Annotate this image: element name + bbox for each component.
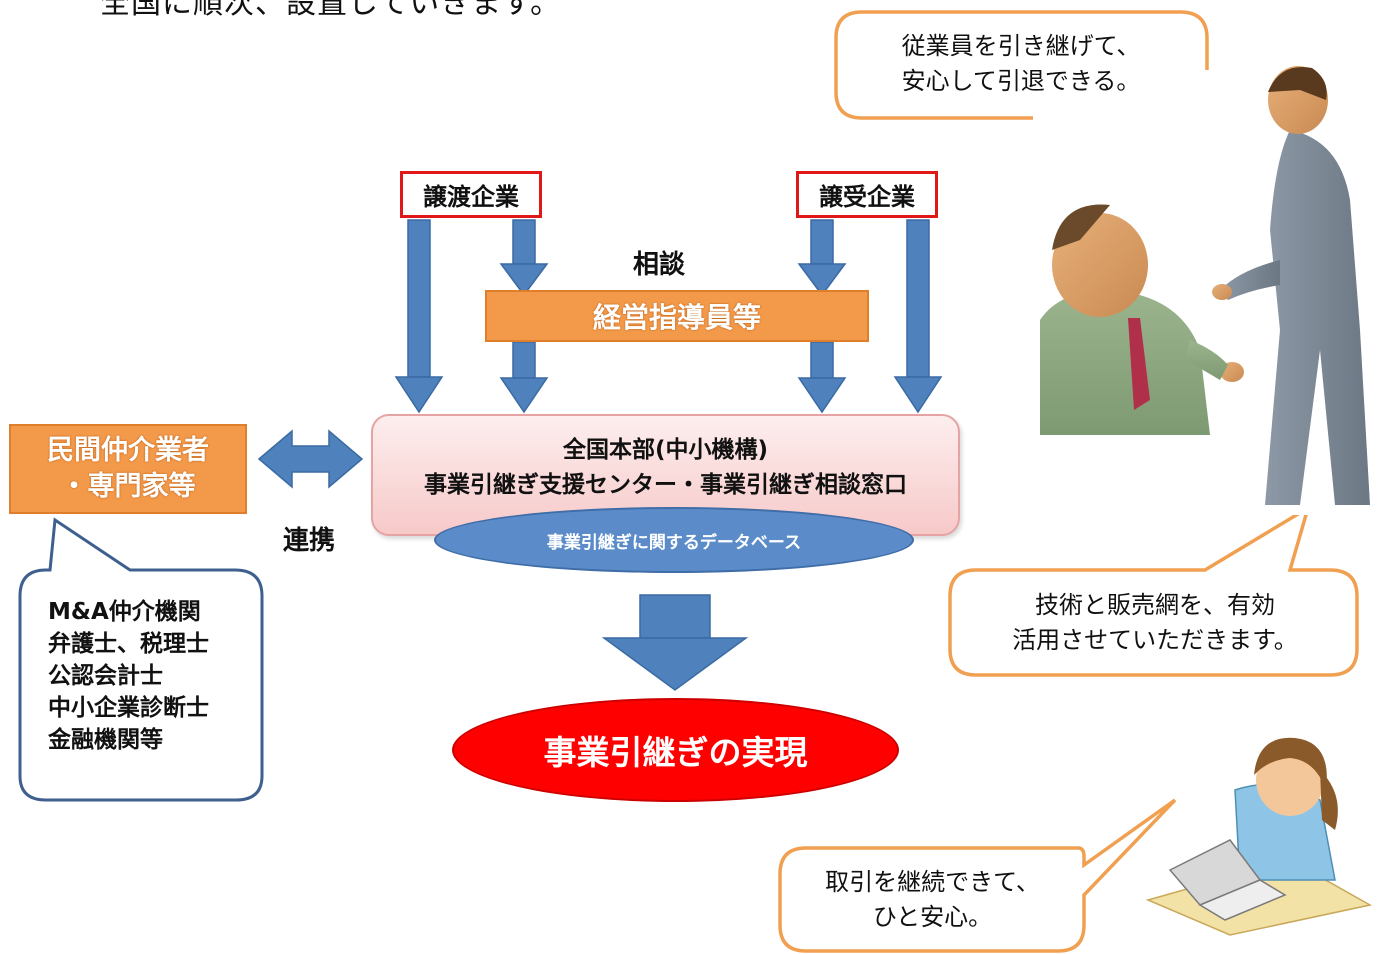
technology-bubble-line1: 技術と販売網を、有効 (1035, 591, 1275, 619)
transferee-company-box: 譲受企業 (796, 171, 938, 218)
experts-list-item: M&A仲介機関 (48, 599, 201, 625)
technology-bubble-shape (948, 504, 1359, 677)
down-arrow-advisor-right (797, 341, 847, 414)
advisor-bar: 経営指導員等 (485, 290, 869, 342)
technology-bubble-text: 技術と販売網を、有効 活用させていただきます。 (960, 588, 1350, 658)
technology-bubble-line2: 活用させていただきます。 (1012, 626, 1298, 654)
experts-list-item: 公認会計士 (48, 663, 163, 689)
transferor-company-box: 譲渡企業 (400, 171, 542, 218)
database-label: 事業引継ぎに関するデータベース (546, 532, 802, 553)
experts-list-item: 弁護士、税理士 (48, 631, 209, 657)
consultation-label: 相談 (633, 250, 686, 280)
trade-bubble-line1: 取引を継続できて、 (825, 868, 1040, 896)
center-title-line2: 事業引継ぎ支援センター・事業引継ぎ相談窓口 (424, 472, 907, 498)
down-arrow-advisor-left (499, 341, 549, 414)
experts-list-item: 中小企業診断士 (48, 695, 209, 721)
handshake-illustration (1033, 66, 1378, 515)
result-ellipse: 事業引継ぎの実現 (452, 698, 899, 802)
top-caption: 全国に順次、設置していきます。 (100, 0, 562, 21)
woman-laptop-illustration (1145, 737, 1373, 936)
trade-bubble-text: 取引を継続できて、 ひと安心。 (790, 865, 1075, 935)
result-label: 事業引継ぎの実現 (543, 733, 808, 772)
partners-label-line2: ・専門家等 (60, 471, 196, 502)
big-down-arrow-icon (601, 594, 749, 691)
partners-box: 民間仲介業者 ・専門家等 (9, 424, 247, 514)
trade-bubble-line2: ひと安心。 (872, 903, 993, 931)
experts-bubble-shape (18, 517, 264, 802)
employees-bubble-text: 従業員を引き継げて、 安心して引退できる。 (846, 29, 1196, 99)
employees-bubble-line1: 従業員を引き継げて、 (901, 32, 1141, 60)
advisor-label: 経営指導員等 (592, 301, 761, 334)
down-arrow-transferee-outer (893, 219, 943, 414)
employees-bubble-line2: 安心して引退できる。 (901, 67, 1141, 95)
center-title-line1: 全国本部(中小機構) (562, 437, 769, 463)
experts-list-item: 金融機関等 (48, 727, 163, 753)
database-ellipse: 事業引継ぎに関するデータベース (434, 507, 914, 573)
double-arrow-icon (257, 429, 364, 489)
down-arrow-transferor-outer (394, 219, 444, 414)
partners-label-line1: 民間仲介業者 (47, 435, 209, 466)
cooperation-label: 連携 (283, 526, 336, 556)
trade-bubble-shape (778, 798, 1177, 953)
down-arrow-transferor-inner (499, 219, 549, 297)
down-arrow-transferee-inner (797, 219, 847, 297)
experts-list: M&A仲介機関 弁護士、税理士 公認会計士 中小企業診断士 金融機関等 (48, 596, 209, 756)
